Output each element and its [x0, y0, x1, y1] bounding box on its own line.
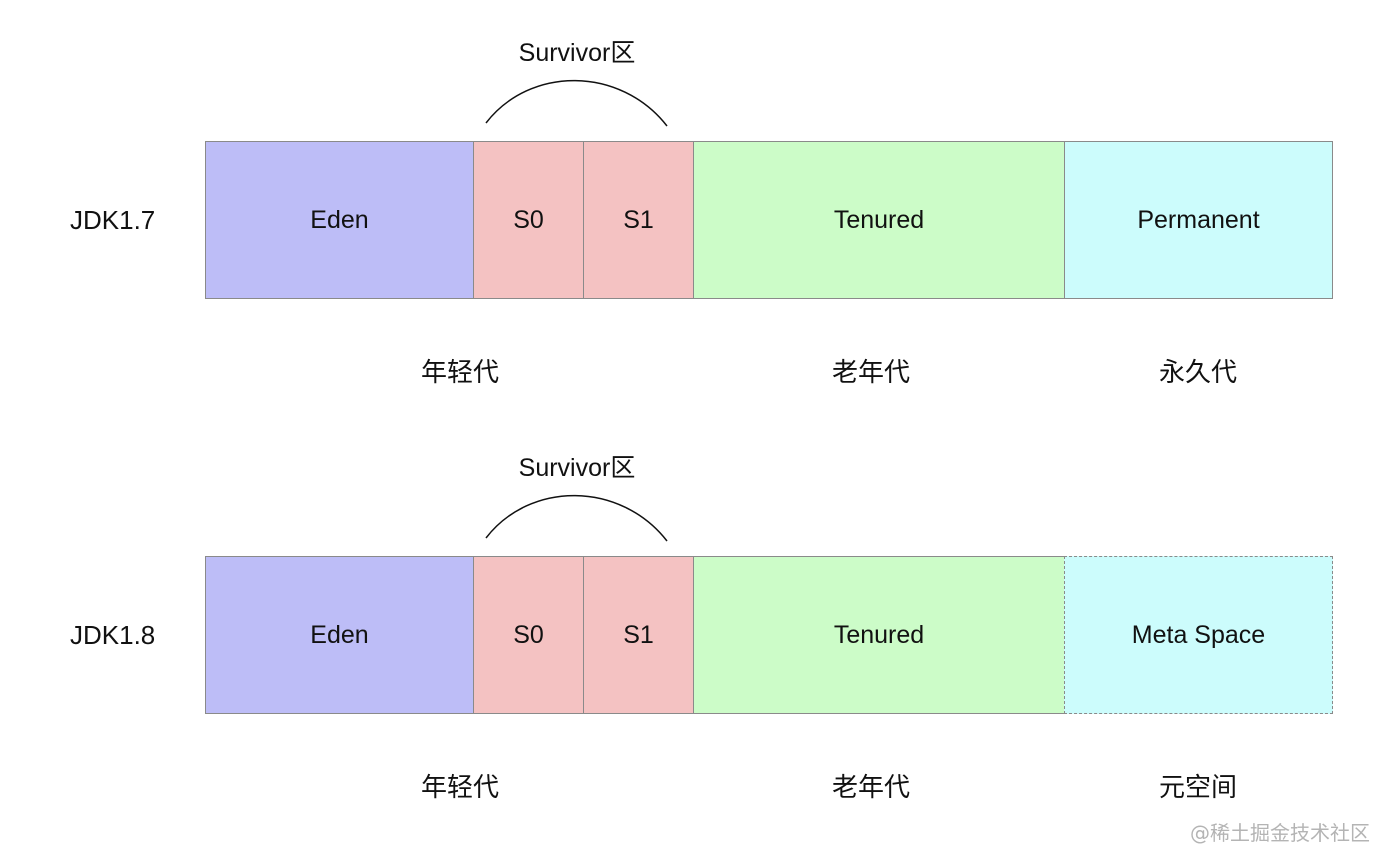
eden-cell-jdk17: Eden [205, 141, 474, 299]
watermark: @稀土掘金技术社区 [1190, 821, 1370, 845]
old-gen-label-jdk18: 老年代 [831, 773, 911, 803]
survivor-label-jdk17: Survivor区 [518, 39, 636, 67]
s1-cell-jdk17: S1 [583, 141, 694, 299]
tenured-cell-jdk17: Tenured [693, 141, 1065, 299]
young-gen-label-jdk18: 年轻代 [420, 773, 500, 803]
s1-cell-jdk18: S1 [583, 556, 694, 714]
survivor-brace-jdk17 [485, 79, 668, 127]
survivor-brace-jdk18 [485, 494, 668, 542]
young-gen-label-jdk17: 年轻代 [420, 358, 500, 388]
eden-cell-jdk18: Eden [205, 556, 474, 714]
row-label-jdk17: JDK1.7 [70, 205, 156, 235]
permanent-gen-label-jdk17: 永久代 [1158, 358, 1238, 388]
survivor-label-jdk18: Survivor区 [518, 454, 636, 482]
metaspace-cell-jdk18: Meta Space [1064, 556, 1333, 714]
s0-cell-jdk18: S0 [473, 556, 584, 714]
tenured-cell-jdk18: Tenured [693, 556, 1065, 714]
permanent-cell-jdk17: Permanent [1064, 141, 1333, 299]
old-gen-label-jdk17: 老年代 [831, 358, 911, 388]
s0-cell-jdk17: S0 [473, 141, 584, 299]
row-label-jdk18: JDK1.8 [70, 620, 156, 650]
metaspace-label-jdk18: 元空间 [1158, 773, 1238, 803]
